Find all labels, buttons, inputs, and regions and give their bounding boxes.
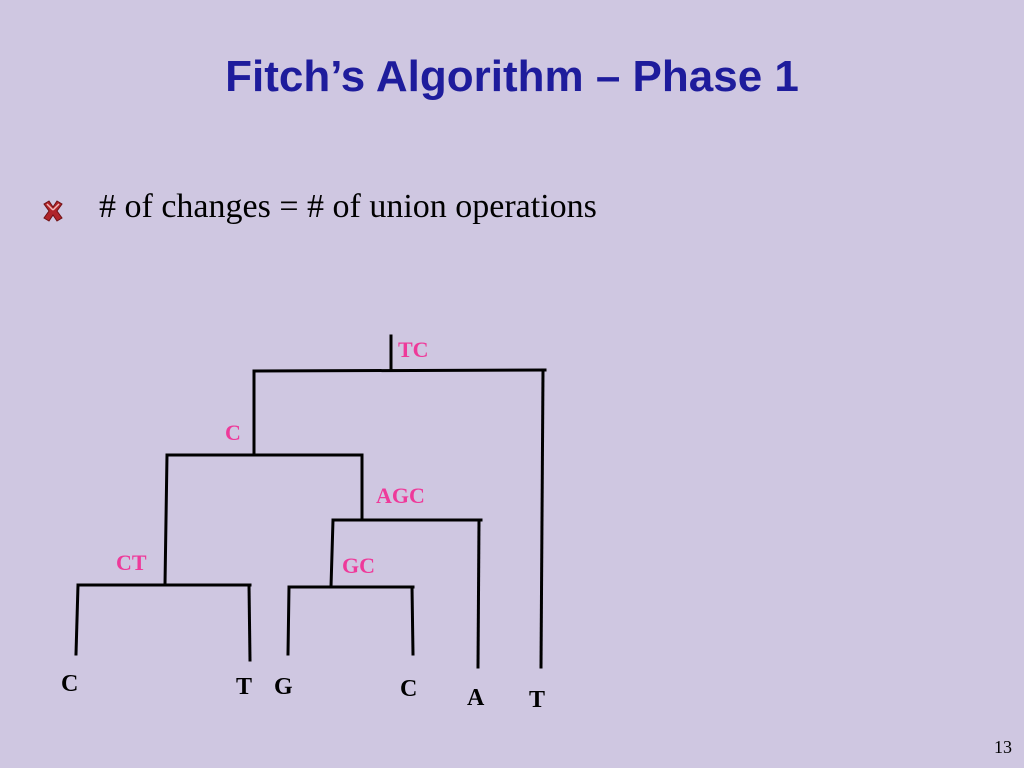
tree-edge [410, 585, 415, 656]
bullet-text: # of changes = # of union operations [99, 188, 597, 225]
set-label-n3: CT [116, 550, 147, 575]
tree-edge [539, 369, 545, 669]
page-number: 13 [994, 737, 1012, 757]
leaf-label: A [467, 685, 485, 711]
leaf-label: C [400, 676, 417, 702]
tree-edge [163, 453, 169, 586]
set-label-root: TC [398, 337, 429, 362]
tree-edge [247, 583, 252, 662]
x-bullet-icon [43, 200, 63, 222]
leaf-label: T [236, 674, 252, 700]
leaf-label: G [274, 674, 293, 700]
set-label-n4: GC [342, 553, 375, 578]
tree-edge [476, 518, 481, 669]
leaf-label: C [61, 671, 78, 697]
tree-edge [252, 368, 547, 373]
tree-edge [329, 518, 335, 589]
set-label-n2: AGC [376, 483, 425, 508]
tree-edge [74, 583, 80, 656]
slide-title: Fitch’s Algorithm – Phase 1 [225, 52, 799, 101]
set-label-n1: C [225, 420, 241, 445]
tree-edge [286, 585, 291, 656]
leaf-label: T [529, 687, 545, 713]
